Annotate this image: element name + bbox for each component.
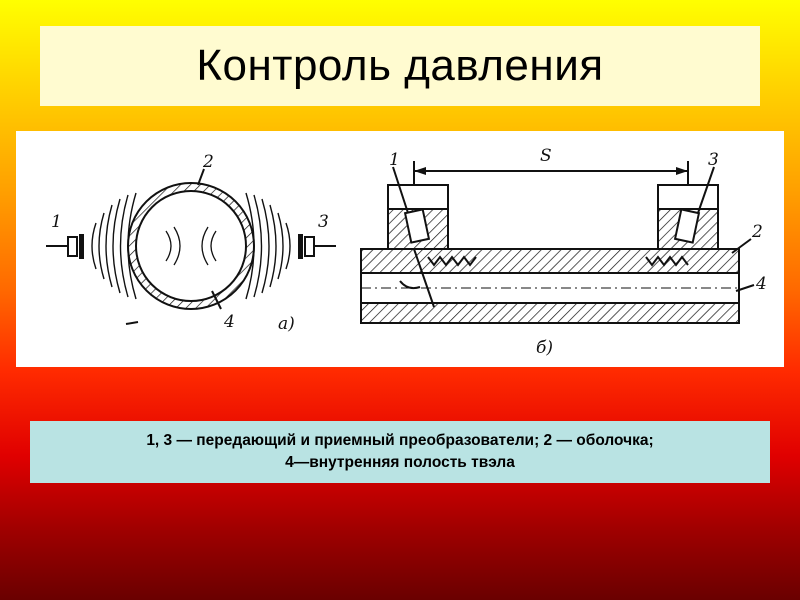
left-label-1: 1 bbox=[51, 212, 62, 232]
right-label-1: 1 bbox=[389, 150, 400, 170]
left-receiver bbox=[298, 234, 336, 259]
left-label-3: 3 bbox=[318, 212, 329, 232]
left-sublabel: а) bbox=[278, 314, 295, 334]
left-zigzag bbox=[427, 255, 477, 267]
right-receiver-block bbox=[657, 184, 719, 250]
left-label-4: 4 bbox=[223, 312, 235, 332]
left-shell bbox=[127, 182, 255, 310]
left-transmitter bbox=[46, 234, 84, 259]
figure-drawing: 1 2 3 4 а) S bbox=[46, 146, 767, 358]
left-label-2: 2 bbox=[202, 152, 214, 172]
right-zigzag bbox=[645, 255, 689, 267]
slide-title: Контроль давления bbox=[196, 41, 604, 90]
label-distance: S bbox=[540, 146, 552, 166]
tube-lower-wall bbox=[360, 302, 740, 324]
inner-waves bbox=[165, 226, 217, 266]
right-label-2: 2 bbox=[751, 222, 763, 242]
title-banner: Контроль давления bbox=[40, 26, 760, 106]
right-transmitter-block bbox=[387, 184, 449, 250]
distance-dimension: S bbox=[413, 146, 689, 211]
right-label-3: 3 bbox=[708, 150, 719, 170]
right-view: S bbox=[360, 146, 767, 358]
right-sublabel: б) bbox=[536, 338, 553, 358]
caption-line-1: 1, 3 — передающий и приемный преобразова… bbox=[146, 432, 654, 449]
pressure-control-figure: 1 2 3 4 а) S bbox=[16, 131, 784, 367]
angle-marker bbox=[399, 248, 435, 308]
caption-line-2: 4—внутренняя полость твэла bbox=[285, 454, 515, 471]
left-view: 1 2 3 4 а) bbox=[46, 152, 336, 334]
left-waves bbox=[91, 192, 137, 300]
caption-box: 1, 3 — передающий и приемный преобразова… bbox=[30, 421, 770, 483]
right-label-4: 4 bbox=[755, 274, 767, 294]
